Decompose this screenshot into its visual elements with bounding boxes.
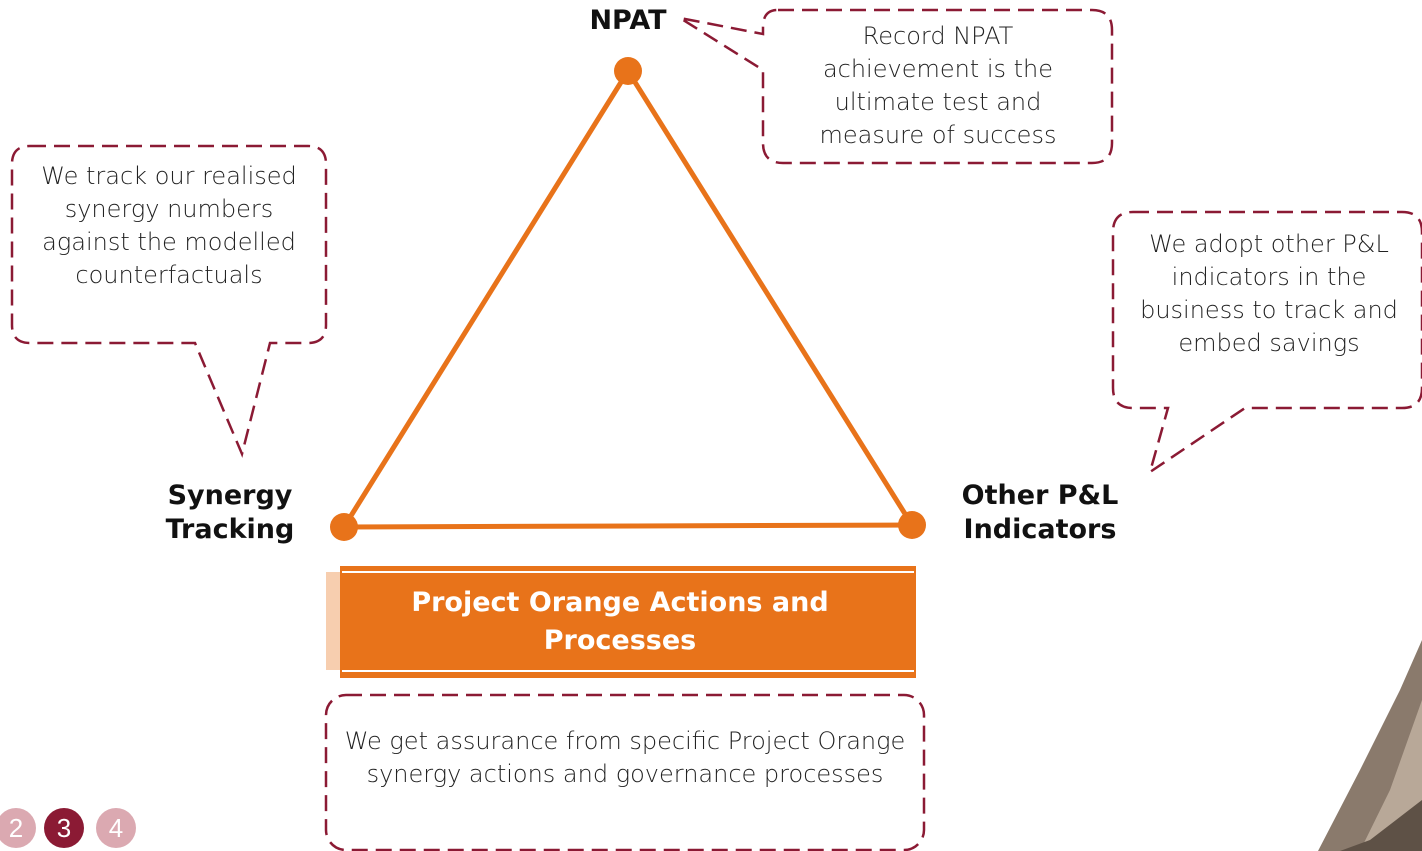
vertex-npat [614, 57, 642, 85]
synergy-label-line-1: Synergy [167, 480, 293, 511]
triangle-edge-left [341, 68, 631, 530]
page-3-label: 3 [56, 813, 72, 843]
node-label-synergy: Synergy Tracking [150, 479, 310, 547]
page-2-label: 2 [8, 813, 24, 843]
callout-synergy-text: We track our realised synergy numbers ag… [41, 162, 297, 289]
callout-project-border [324, 693, 926, 851]
triangle-edge-base [341, 522, 915, 530]
corner-photo [1318, 640, 1422, 851]
banner-box [340, 566, 916, 678]
callout-synergy-border [10, 144, 328, 458]
banner-title: Project Orange Actions and Processes [411, 587, 829, 656]
page-4-button[interactable]: 4 [96, 808, 136, 848]
callout-project-text: We get assurance from specific Project O… [344, 727, 906, 788]
callout-npat-border [679, 8, 1114, 165]
node-label-npat: NPAT [578, 4, 678, 38]
callout-pl-text: We adopt other P&L indicators in the bus… [1140, 230, 1398, 357]
synergy-label-line-2: Tracking [165, 514, 295, 545]
npat-label: NPAT [589, 5, 667, 36]
vertex-pl [898, 511, 926, 539]
page-4-label: 4 [108, 813, 124, 843]
pl-label-line-2: Indicators [963, 514, 1117, 545]
node-label-pl: Other P&L Indicators [945, 479, 1135, 547]
pl-label-line-1: Other P&L [961, 480, 1119, 511]
callout-npat-text: Record NPAT achievement is the ultimate … [819, 22, 1057, 149]
page-3-button[interactable]: 3 [44, 808, 84, 848]
vertex-synergy [330, 513, 358, 541]
triangle-edge-right [625, 68, 915, 528]
callout-pl-border [1111, 210, 1422, 475]
page-2-button[interactable]: 2 [0, 808, 36, 848]
